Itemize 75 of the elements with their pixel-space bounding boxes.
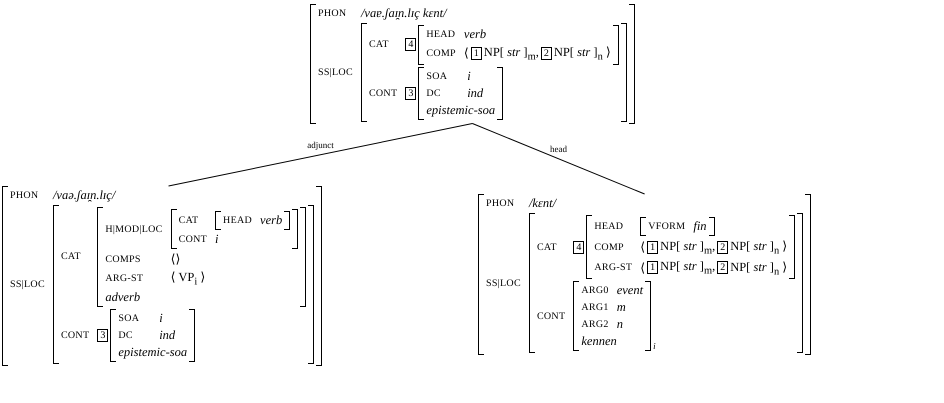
feature-name: PHON — [486, 198, 514, 209]
structure-tag: 3 — [97, 328, 108, 342]
value-text: verb — [260, 213, 282, 228]
feature-name: SS|LOC — [486, 278, 521, 288]
value-text: ⟨⟩ — [170, 251, 180, 267]
feature-name: ARG-ST — [594, 262, 632, 274]
feature-name: CONT — [536, 310, 566, 322]
feature-name: SS|LOC — [318, 66, 353, 78]
feature-name: SOA — [426, 70, 448, 82]
value-text: i — [467, 68, 471, 84]
feature-name: PHON — [318, 8, 346, 19]
value-text: NP[ str ]$_{n}$ ⟩ — [730, 238, 788, 256]
value-text: ⟨ — [640, 239, 646, 256]
value-text: NP[ str ]$_{m}$, — [660, 259, 716, 276]
value-text: NP[ str ]$_{m}$, — [484, 44, 539, 62]
structure-tag: 4 — [573, 240, 584, 254]
structure-tag: 2 — [540, 46, 552, 60]
feature-name: CAT — [536, 242, 557, 252]
value-text: kennen — [581, 334, 617, 349]
value-text: verb — [464, 27, 486, 42]
feature-name: ARG0 — [581, 285, 609, 296]
feature-name: COMP — [594, 242, 624, 253]
branch-line — [472, 123, 646, 194]
structure-tag: 4 — [405, 38, 416, 52]
feature-name: CAT — [368, 39, 389, 50]
value-text: i — [215, 232, 219, 247]
feature-name: CAT — [178, 215, 198, 226]
feature-name: ARG-ST — [105, 272, 144, 284]
value-text: ⟨ — [464, 45, 469, 62]
feature-name: HEAD — [223, 215, 252, 226]
value-text: NP[ str ]$_{m}$, — [660, 238, 716, 256]
feature-name: VFORM — [648, 221, 686, 232]
structure-tag: 1 — [470, 46, 482, 60]
feature-name: CONT — [60, 330, 90, 340]
value-text: /vaɐ.ʃaɪ̯n.lɪç kɛnt/ — [360, 6, 447, 21]
feature-name: SOA — [118, 312, 140, 324]
value-text: epistemic-soa — [118, 344, 188, 360]
value-text: event — [616, 283, 644, 298]
feature-name: H|MOD|LOC — [105, 224, 163, 234]
value-text: ind — [467, 86, 484, 100]
feature-name: COMP — [426, 48, 456, 59]
value-text: ⟨ — [640, 260, 646, 276]
branch-line — [168, 123, 473, 186]
value-text: i — [159, 310, 163, 326]
value-text: fin — [693, 219, 707, 234]
feature-name: SS|LOC — [10, 278, 45, 290]
feature-name: DC — [426, 88, 441, 98]
edge-label: adjunct — [305, 140, 336, 150]
feature-name: ARG2 — [581, 319, 609, 330]
feature-name: HEAD — [594, 221, 624, 232]
structure-tag: 1 — [647, 240, 658, 254]
feature-name: PHON — [10, 190, 38, 201]
value-text: epistemic-soa — [426, 102, 496, 118]
edge-label: head — [548, 144, 569, 154]
structure-tag: 3 — [405, 86, 416, 100]
value-text: adverb — [105, 290, 140, 304]
value-text: ind — [159, 328, 176, 342]
value-text: n — [616, 317, 623, 332]
value-text: /vaə.ʃaɪ̯n.lɪç/ — [52, 188, 116, 203]
value-text: /kɛnt/ — [528, 196, 556, 211]
feature-name: DC — [118, 330, 133, 340]
feature-name: CONT — [178, 234, 208, 245]
index-subscript: i — [653, 341, 656, 351]
structure-tag: 2 — [717, 240, 728, 254]
feature-name: HEAD — [426, 29, 456, 40]
structure-tag: 1 — [647, 261, 658, 274]
feature-name: CONT — [368, 88, 398, 98]
structure-tag: 2 — [717, 261, 728, 274]
value-text: ⟨ VP$_{i}$ ⟩ — [170, 269, 206, 288]
feature-name: COMPS — [105, 254, 141, 264]
feature-name: ARG1 — [581, 302, 609, 313]
value-text: NP[ str ]$_{n}$ ⟩ — [554, 44, 611, 62]
feature-name: CAT — [60, 251, 81, 262]
value-text: m — [616, 300, 626, 315]
value-text: NP[ str ]$_{n}$ ⟩ — [730, 258, 788, 277]
